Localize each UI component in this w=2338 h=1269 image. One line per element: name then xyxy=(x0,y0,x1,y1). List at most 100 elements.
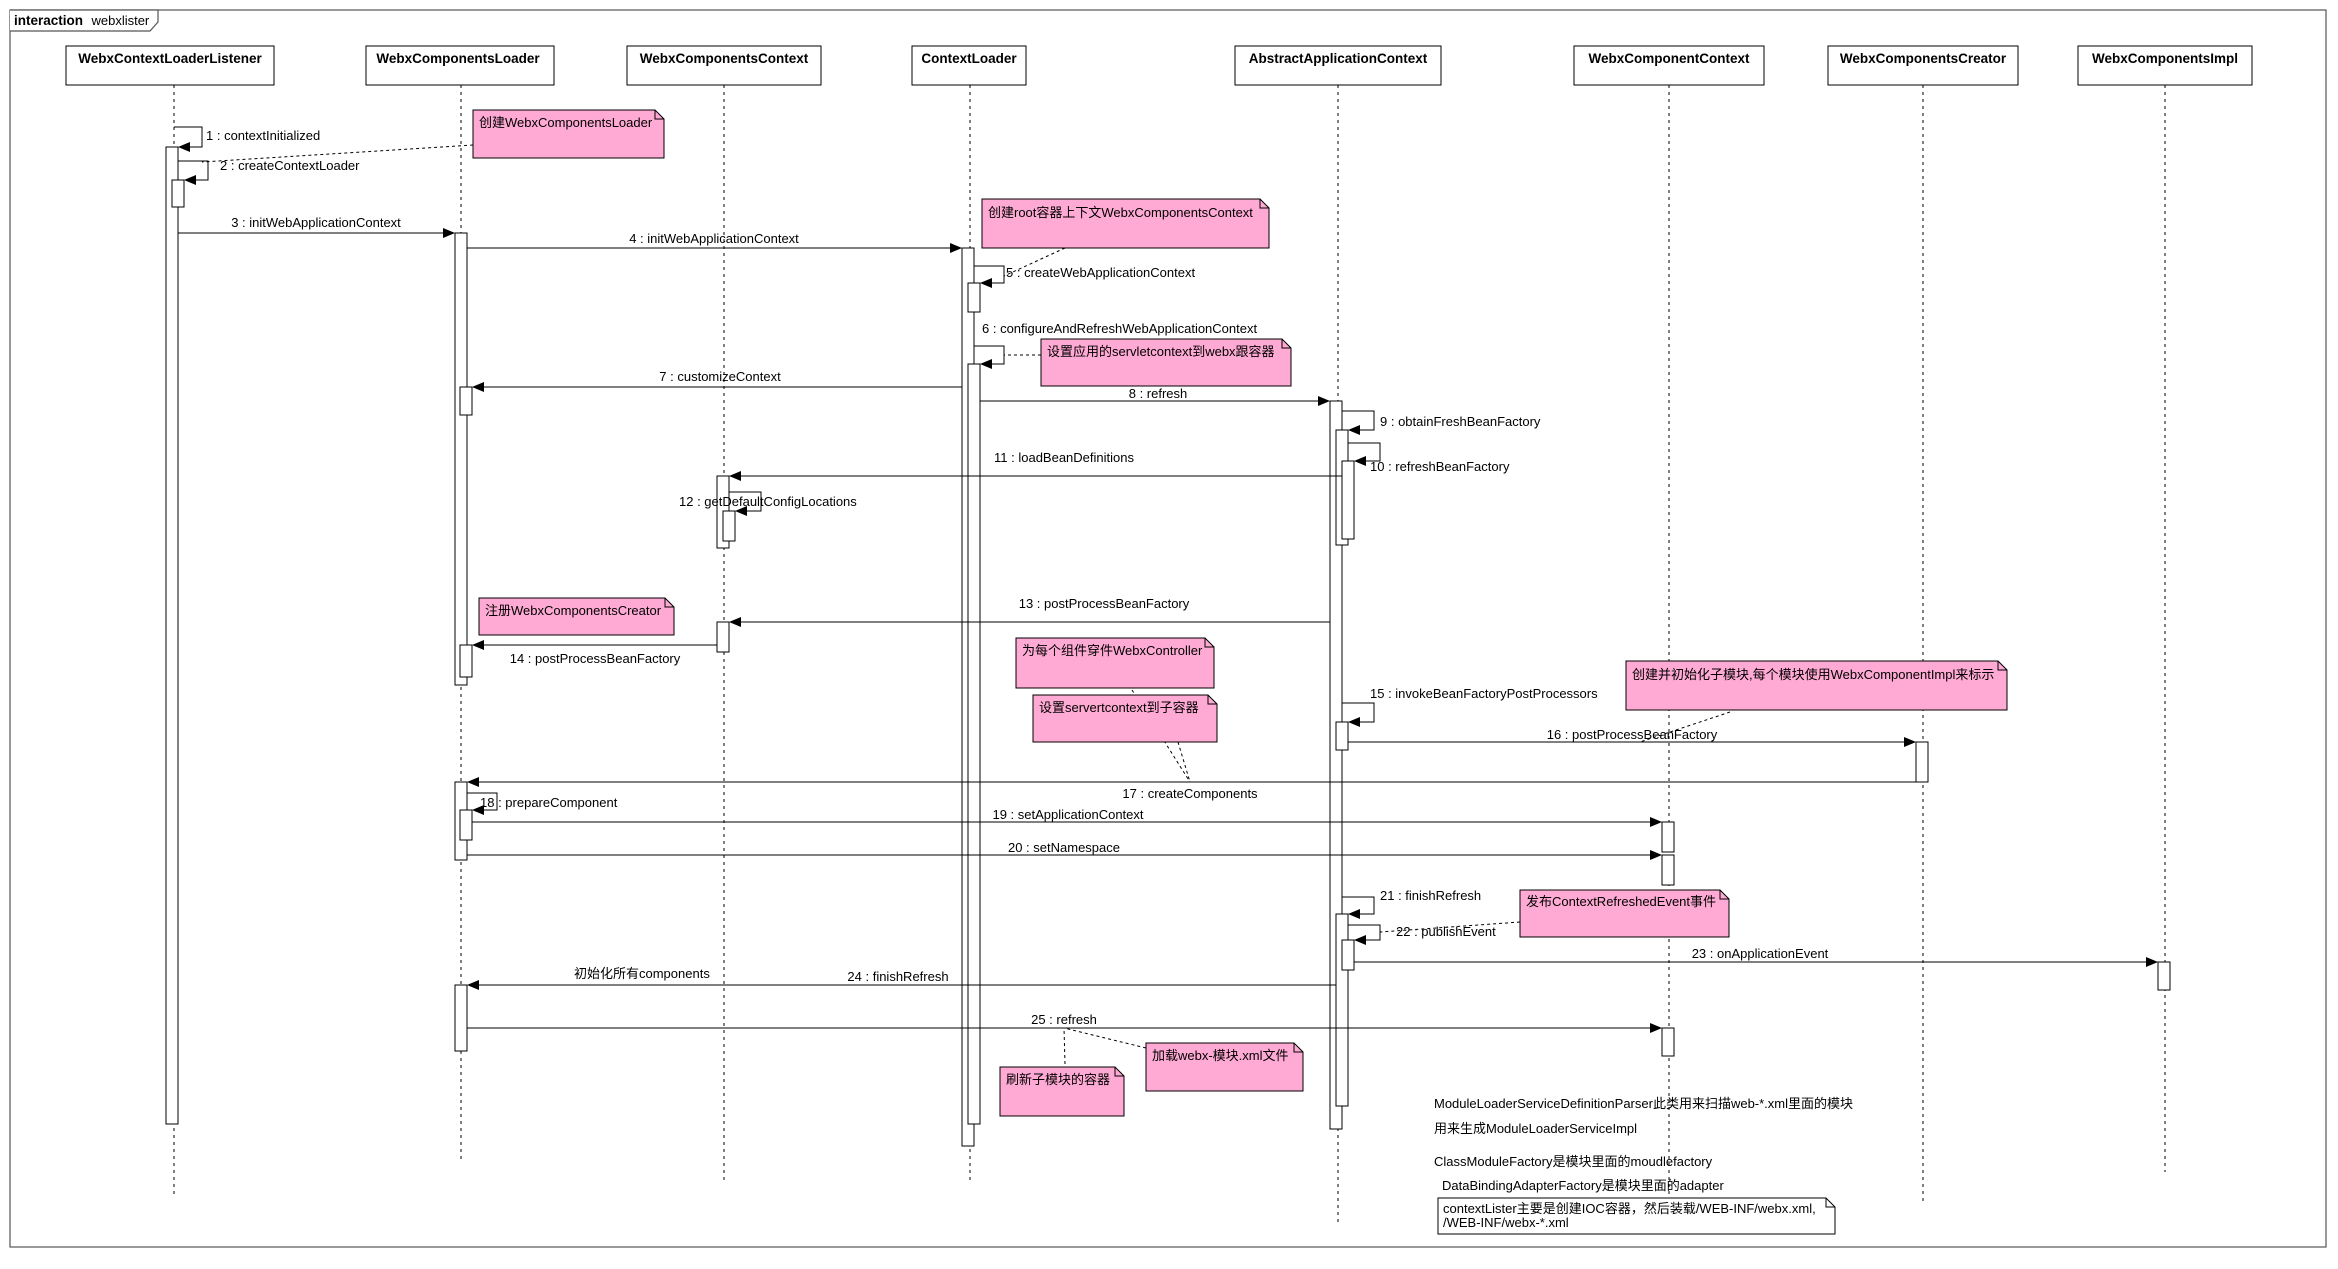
note-context-lister[interactable]: contextLister主要是创建IOC容器，然后装载/WEB-INF/web… xyxy=(1437,1197,1836,1235)
message-7[interactable]: 7 : customizeContext xyxy=(472,369,962,392)
svg-text:17 : createComponents: 17 : createComponents xyxy=(1122,786,1258,801)
message-17[interactable]: 17 : createComponents xyxy=(467,777,1916,801)
message-12[interactable]: 12 : getDefaultConfigLocations xyxy=(679,491,857,516)
svg-text:设置servertcontext到子容器: 设置servertcontext到子容器 xyxy=(1039,700,1199,715)
note-load-xml[interactable]: 加载webx-模块.xml文件 xyxy=(1145,1042,1304,1092)
svg-text:11 : loadBeanDefinitions: 11 : loadBeanDefinitions xyxy=(994,450,1134,465)
svg-text:3 : initWebApplicationContext: 3 : initWebApplicationContext xyxy=(231,215,401,230)
message-4[interactable]: 4 : initWebApplicationContext xyxy=(467,231,962,253)
activation-bar xyxy=(1661,821,1675,853)
note-webx-controller[interactable]: 为每个组件穿件WebxController xyxy=(1015,637,1215,689)
lifeline-webx-components-loader[interactable]: WebxComponentsLoader xyxy=(365,45,555,1160)
svg-text:注册WebxComponentsCreator: 注册WebxComponentsCreator xyxy=(485,603,662,618)
lifeline-label: WebxComponentContext xyxy=(1589,51,1751,66)
activation-bar xyxy=(967,363,981,1125)
note-publish-event[interactable]: 发布ContextRefreshedEvent事件 xyxy=(1519,889,1730,938)
message-10[interactable]: 10 : refreshBeanFactory xyxy=(1348,442,1510,474)
lifeline-label: WebxComponentsContext xyxy=(640,51,809,66)
message-1[interactable]: 1 : contextInitialized xyxy=(174,126,320,152)
svg-text:13 : postProcessBeanFactory: 13 : postProcessBeanFactory xyxy=(1019,596,1190,611)
lifeline-label: WebxComponentsCreator xyxy=(1840,51,2007,66)
svg-text:21 : finishRefresh: 21 : finishRefresh xyxy=(1380,888,1481,903)
message-18[interactable]: 18 : prepareComponent xyxy=(467,792,618,815)
activation-bar xyxy=(1661,854,1675,886)
svg-text:4 : initWebApplicationContext: 4 : initWebApplicationContext xyxy=(629,231,799,246)
svg-text:6 : configureAndRefreshWebAppl: 6 : configureAndRefreshWebApplicationCon… xyxy=(982,321,1257,336)
databinding-text: DataBindingAdapterFactory是模块里面的adapter xyxy=(1442,1178,1724,1193)
svg-text:创建root容器上下文WebxComponentsConte: 创建root容器上下文WebxComponentsContext xyxy=(988,205,1253,220)
svg-text:刷新子模块的容器: 刷新子模块的容器 xyxy=(1006,1072,1110,1087)
message-24[interactable]: 24 : finishRefresh xyxy=(467,969,1336,990)
svg-text:16 : postProcessBeanFactory: 16 : postProcessBeanFactory xyxy=(1547,727,1718,742)
interaction-frame: interaction webxlister xyxy=(9,9,2327,1248)
activation-bar xyxy=(1661,1027,1675,1057)
svg-text:24 : finishRefresh: 24 : finishRefresh xyxy=(847,969,948,984)
lifeline-label: WebxComponentsLoader xyxy=(376,51,540,66)
message-8[interactable]: 8 : refresh xyxy=(980,386,1330,406)
note-create-loader[interactable]: 创建WebxComponentsLoader xyxy=(472,109,665,159)
note-register-creator[interactable]: 注册WebxComponentsCreator xyxy=(478,597,675,636)
messages: 1 : contextInitialized 2 : createContext… xyxy=(174,126,2158,1033)
message-2[interactable]: 2 : createContextLoader xyxy=(178,158,360,185)
activation-bar xyxy=(171,179,185,208)
message-15[interactable]: 15 : invokeBeanFactoryPostProcessors xyxy=(1342,686,1598,727)
svg-text:10 : refreshBeanFactory: 10 : refreshBeanFactory xyxy=(1370,459,1510,474)
note-refresh-submodule[interactable]: 刷新子模块的容器 xyxy=(999,1066,1125,1117)
lifeline-webx-component-context[interactable]: WebxComponentContext xyxy=(1573,45,1765,1205)
message-16[interactable]: 16 : postProcessBeanFactory xyxy=(1348,727,1916,747)
lifeline-webx-components-creator[interactable]: WebxComponentsCreator xyxy=(1827,45,2019,1205)
svg-text:发布ContextRefreshedEvent事件: 发布ContextRefreshedEvent事件 xyxy=(1526,894,1716,909)
activation-bar xyxy=(454,232,468,686)
lifeline-webx-components-context[interactable]: WebxComponentsContext xyxy=(626,45,822,1180)
svg-text:9 : obtainFreshBeanFactory: 9 : obtainFreshBeanFactory xyxy=(1380,414,1541,429)
svg-text:创建并初始化子模块,每个模块使用WebxComponentI: 创建并初始化子模块,每个模块使用WebxComponentImpl来标示 xyxy=(1632,667,1994,682)
svg-text:设置应用的servletcontext到webx跟容器: 设置应用的servletcontext到webx跟容器 xyxy=(1047,344,1275,359)
init-components-label: 初始化所有components xyxy=(574,966,710,981)
message-22[interactable]: 22 : publishEvent xyxy=(1348,924,1496,945)
message-25[interactable]: 25 : refresh xyxy=(467,1012,1662,1033)
note-create-submodules[interactable]: 创建并初始化子模块,每个模块使用WebxComponentImpl来标示 xyxy=(1625,660,2008,711)
message-9[interactable]: 9 : obtainFreshBeanFactory xyxy=(1342,410,1541,435)
svg-text:加载webx-模块.xml文件: 加载webx-模块.xml文件 xyxy=(1152,1048,1289,1063)
parser-line-1: ModuleLoaderServiceDefinitionParser此类用来扫… xyxy=(1434,1096,1853,1111)
notes: 创建WebxComponentsLoader 创建root容器上下文WebxCo… xyxy=(472,109,2008,1117)
note-line-1: contextLister主要是创建IOC容器，然后装载/WEB-INF/web… xyxy=(1443,1201,1816,1216)
message-3[interactable]: 3 : initWebApplicationContext xyxy=(178,215,455,238)
note-servlet-context[interactable]: 设置应用的servletcontext到webx跟容器 xyxy=(1040,338,1292,387)
activation-bar xyxy=(1341,939,1355,971)
svg-text:创建WebxComponentsLoader: 创建WebxComponentsLoader xyxy=(479,115,653,130)
svg-text:25 : refresh: 25 : refresh xyxy=(1031,1012,1097,1027)
svg-text:为每个组件穿件WebxController: 为每个组件穿件WebxController xyxy=(1022,643,1203,658)
activation-bar xyxy=(165,146,179,1125)
message-23[interactable]: 23 : onApplicationEvent xyxy=(1354,946,2158,967)
message-11[interactable]: 11 : loadBeanDefinitions xyxy=(729,450,1342,481)
svg-text:12 : getDefaultConfigLocations: 12 : getDefaultConfigLocations xyxy=(679,494,857,509)
message-14[interactable]: 14 : postProcessBeanFactory xyxy=(472,640,717,666)
message-21[interactable]: 21 : finishRefresh xyxy=(1342,888,1481,919)
svg-text:18 : prepareComponent: 18 : prepareComponent xyxy=(480,795,618,810)
message-5[interactable]: 5 : createWebApplicationContext xyxy=(974,265,1195,288)
lifeline-webx-components-impl[interactable]: WebxComponentsImpl xyxy=(2077,45,2253,1172)
note-root-container[interactable]: 创建root容器上下文WebxComponentsContext xyxy=(981,198,1270,249)
free-text-block: ModuleLoaderServiceDefinitionParser此类用来扫… xyxy=(1434,1096,1853,1193)
message-20[interactable]: 20 : setNamespace xyxy=(467,840,1662,860)
activation-bar xyxy=(454,984,468,1052)
svg-text:8 : refresh: 8 : refresh xyxy=(1129,386,1188,401)
activation-bar xyxy=(716,621,730,653)
svg-text:22 : publishEvent: 22 : publishEvent xyxy=(1396,924,1496,939)
note-servertcontext-child[interactable]: 设置servertcontext到子容器 xyxy=(1032,694,1218,743)
message-13[interactable]: 13 : postProcessBeanFactory xyxy=(729,596,1330,627)
svg-text:20 : setNamespace: 20 : setNamespace xyxy=(1008,840,1120,855)
activation-bar xyxy=(459,386,473,416)
lifeline-label: AbstractApplicationContext xyxy=(1249,51,1428,66)
svg-text:19 : setApplicationContext: 19 : setApplicationContext xyxy=(992,807,1143,822)
message-19[interactable]: 19 : setApplicationContext xyxy=(472,807,1662,827)
activation-bar xyxy=(967,282,981,313)
frame-name: webxlister xyxy=(90,13,149,28)
svg-text:14 : postProcessBeanFactory: 14 : postProcessBeanFactory xyxy=(510,651,681,666)
activation-bar xyxy=(1335,721,1349,751)
note-line-2: /WEB-INF/webx-*.xml xyxy=(1443,1215,1569,1230)
activation-bar xyxy=(2157,961,2171,991)
